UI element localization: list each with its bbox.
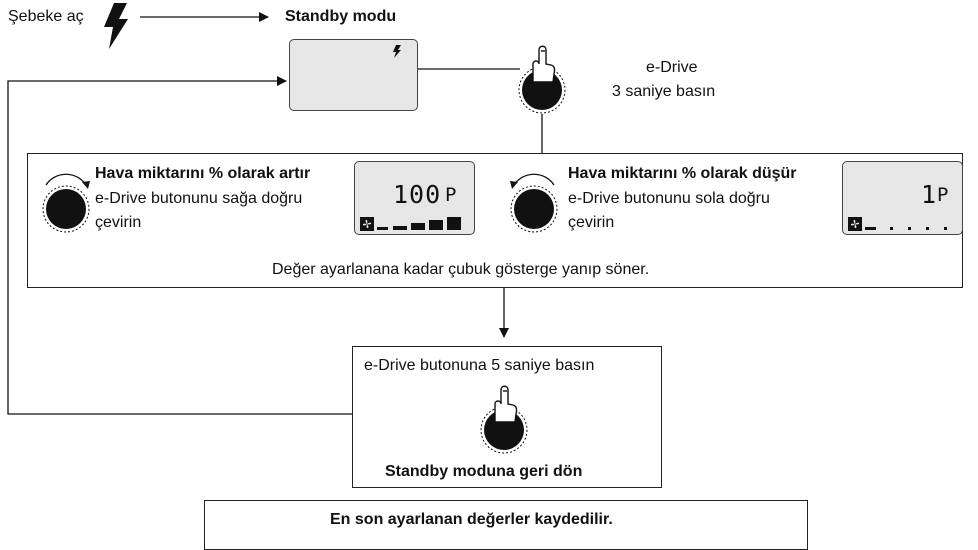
rotate-left-arrow-icon	[513, 173, 555, 186]
hand-press-icon	[494, 385, 518, 423]
increase-line2: çevirin	[95, 214, 142, 231]
increase-display-unit: P	[445, 184, 458, 206]
fan-icon	[848, 217, 862, 231]
panel-footer: Değer ayarlanana kadar çubuk gösterge ya…	[272, 261, 650, 278]
lightning-small-icon	[393, 45, 401, 58]
note-text: En son ayarlanan değerler kaydedilir.	[330, 511, 613, 528]
decrease-display-unit: P	[937, 184, 950, 206]
press-line2: 3 saniye basın	[612, 83, 716, 100]
decrease-bar-graph	[865, 216, 957, 230]
fan-icon	[360, 217, 374, 231]
decrease-line1: e-Drive butonunu sola doğru	[568, 190, 770, 207]
increase-display-value: 100	[393, 180, 442, 209]
hand-press-icon	[532, 45, 556, 83]
lightning-icon	[104, 3, 128, 49]
press-knob[interactable]	[515, 38, 571, 116]
increase-title: Hava miktarını % olarak artır	[95, 165, 311, 182]
decrease-line2: çevirin	[568, 214, 615, 231]
loop-back-to-standby	[7, 76, 352, 415]
increase-display: 100 P	[354, 161, 475, 235]
rotate-right-arrow-icon	[45, 173, 87, 186]
adjust-panel	[27, 153, 963, 288]
decrease-display: 1 P	[842, 161, 963, 235]
increase-line1: e-Drive butonunu sağa doğru	[95, 190, 303, 207]
return-instruction: e-Drive butonuna 5 saniye basın	[364, 357, 595, 374]
decrease-display-value: 1	[921, 180, 938, 209]
turn-right-knob[interactable]	[38, 165, 94, 235]
standby-title: Standby modu	[285, 8, 397, 25]
press-line1: e-Drive	[646, 59, 698, 76]
return-press-knob[interactable]	[477, 378, 533, 456]
decrease-title: Hava miktarını % olarak düşür	[568, 165, 797, 182]
flow-connectors	[7, 12, 543, 415]
mains-on-label: Şebeke aç	[8, 8, 84, 25]
turn-left-knob[interactable]	[506, 165, 562, 235]
standby-display	[289, 39, 418, 111]
return-result: Standby moduna geri dön	[385, 463, 583, 480]
increase-bar-graph	[377, 216, 469, 230]
